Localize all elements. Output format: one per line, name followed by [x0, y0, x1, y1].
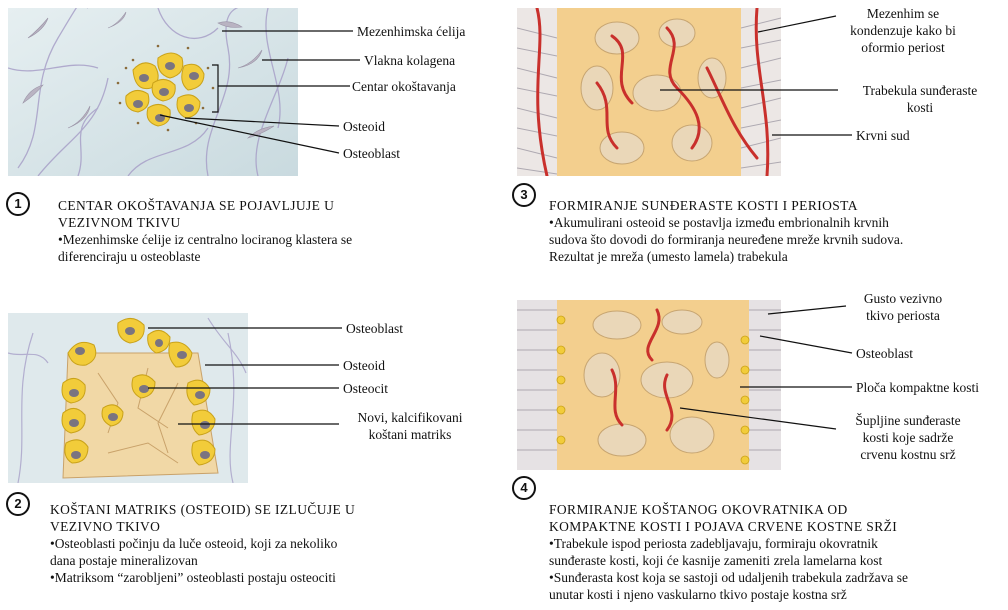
- panel-2-title-line-1: KOŠTANI MATRIKS (OSTEOID) SE IZLUČUJE U: [50, 501, 470, 518]
- panel-3-illustration: [517, 8, 781, 176]
- panel-3-bullet-line-3: Rezultat je mreža (umesto lamela) trabek…: [549, 248, 1004, 265]
- label-spongy-trabecula: Trabekula sunđeraste kosti: [840, 82, 1000, 116]
- label-periosteum-line-2: tkivo periosta: [848, 307, 958, 324]
- label-osteoblast-2: Osteoblast: [346, 320, 403, 337]
- panel-4-title-line-2: KOMPAKTNE KOSTI I POJAVA CRVENE KOSTNE S…: [549, 518, 1004, 535]
- label-osteoblast-4: Osteoblast: [856, 345, 913, 362]
- panel-4-bullet-line-4: unutar kosti i njeno vaskularno tkivo po…: [549, 586, 1004, 603]
- panel-1-bullet-line-2: diferenciraju u osteoblaste: [58, 248, 458, 265]
- panel-1-description: CENTAR OKOŠTAVANJA SE POJAVLJUJE U VEZIV…: [58, 197, 458, 265]
- panel-4-bullet-line-2: sunđeraste kosti, koji će kasnije zameni…: [549, 552, 1004, 569]
- panel-3-title-line-1: FORMIRANJE SUNĐERASTE KOSTI I PERIOSTA: [549, 197, 1004, 214]
- label-spongy-cavities: Šupljine sunđeraste kosti koje sadrže cr…: [838, 412, 978, 463]
- label-trabecula-line-2: kosti: [840, 99, 1000, 116]
- panel-2-bullet-line-2: dana postaje mineralizovan: [50, 552, 470, 569]
- label-cavities-line-1: Šupljine sunđeraste: [838, 412, 978, 429]
- label-osteoblast-1: Osteoblast: [343, 145, 400, 162]
- panel-3-bullet-line-2: sudova što dovodi do formiranja neuređen…: [549, 231, 1004, 248]
- panel-2-illustration: [8, 313, 248, 483]
- label-mesenchyme-line-1: Mezenhim se: [838, 5, 968, 22]
- label-ossification-center: Centar okoštavanja: [352, 78, 456, 95]
- label-collagen-fibers: Vlakna kolagena: [364, 52, 455, 69]
- panel-4-number: 4: [512, 476, 536, 500]
- panel-1-bullet-line-1: •Mezenhimske ćelije iz centralno lociran…: [58, 231, 458, 248]
- panel-1-title-line-1: CENTAR OKOŠTAVANJA SE POJAVLJUJE U: [58, 197, 458, 214]
- label-new-matrix-line-1: Novi, kalcifikovani: [340, 409, 480, 426]
- panel-2-description: KOŠTANI MATRIKS (OSTEOID) SE IZLUČUJE U …: [50, 501, 470, 586]
- panel-3-bullet-line-1: •Akumulirani osteoid se postavlja između…: [549, 214, 1004, 231]
- label-cavities-line-2: kosti koje sadrže: [838, 429, 978, 446]
- panel-1-title-line-2: VEZIVNOM TKIVU: [58, 214, 458, 231]
- panel-2-bullet-line-3: •Matriksom “zarobljeni” osteoblasti post…: [50, 569, 470, 586]
- label-trabecula-line-1: Trabekula sunđeraste: [840, 82, 1000, 99]
- panel-3-number: 3: [512, 183, 536, 207]
- panel-1-number: 1: [6, 192, 30, 216]
- label-mesenchyme-periosteum: Mezenhim se kondenzuje kako bi oformio p…: [838, 5, 968, 56]
- label-blood-vessel: Krvni sud: [856, 127, 910, 144]
- label-mesenchyme-line-3: oformio periost: [838, 39, 968, 56]
- label-mesenchymal-cell: Mezenhimska ćelija: [357, 23, 465, 40]
- panel-3-description: FORMIRANJE SUNĐERASTE KOSTI I PERIOSTA •…: [549, 197, 1004, 265]
- label-periosteum-line-1: Gusto vezivno: [848, 290, 958, 307]
- label-osteocyte: Osteocit: [343, 380, 388, 397]
- label-new-matrix: Novi, kalcifikovani koštani matriks: [340, 409, 480, 443]
- label-mesenchyme-line-2: kondenzuje kako bi: [838, 22, 968, 39]
- panel-4-bullet-line-3: •Sunđerasta kost koja se sastoji od udal…: [549, 569, 1004, 586]
- panel-1-illustration: [8, 8, 298, 176]
- label-dense-periosteum: Gusto vezivno tkivo periosta: [848, 290, 958, 324]
- label-new-matrix-line-2: koštani matriks: [340, 426, 480, 443]
- label-cavities-line-3: crvenu kostnu srž: [838, 446, 978, 463]
- panel-2-number: 2: [6, 492, 30, 516]
- panel-4-bullet-line-1: •Trabekule ispod periosta zadebljavaju, …: [549, 535, 1004, 552]
- panel-2-title-line-2: VEZIVNO TKIVO: [50, 518, 470, 535]
- panel-4-illustration: [517, 300, 781, 470]
- panel-4-description: FORMIRANJE KOŠTANOG OKOVRATNIKA OD KOMPA…: [549, 501, 1004, 603]
- panel-2-bullet-line-1: •Osteoblasti počinju da luče osteoid, ko…: [50, 535, 470, 552]
- label-osteoid-2: Osteoid: [343, 357, 385, 374]
- label-compact-plate: Ploča kompaktne kosti: [856, 379, 979, 396]
- label-osteoid-1: Osteoid: [343, 118, 385, 135]
- panel-4-title-line-1: FORMIRANJE KOŠTANOG OKOVRATNIKA OD: [549, 501, 1004, 518]
